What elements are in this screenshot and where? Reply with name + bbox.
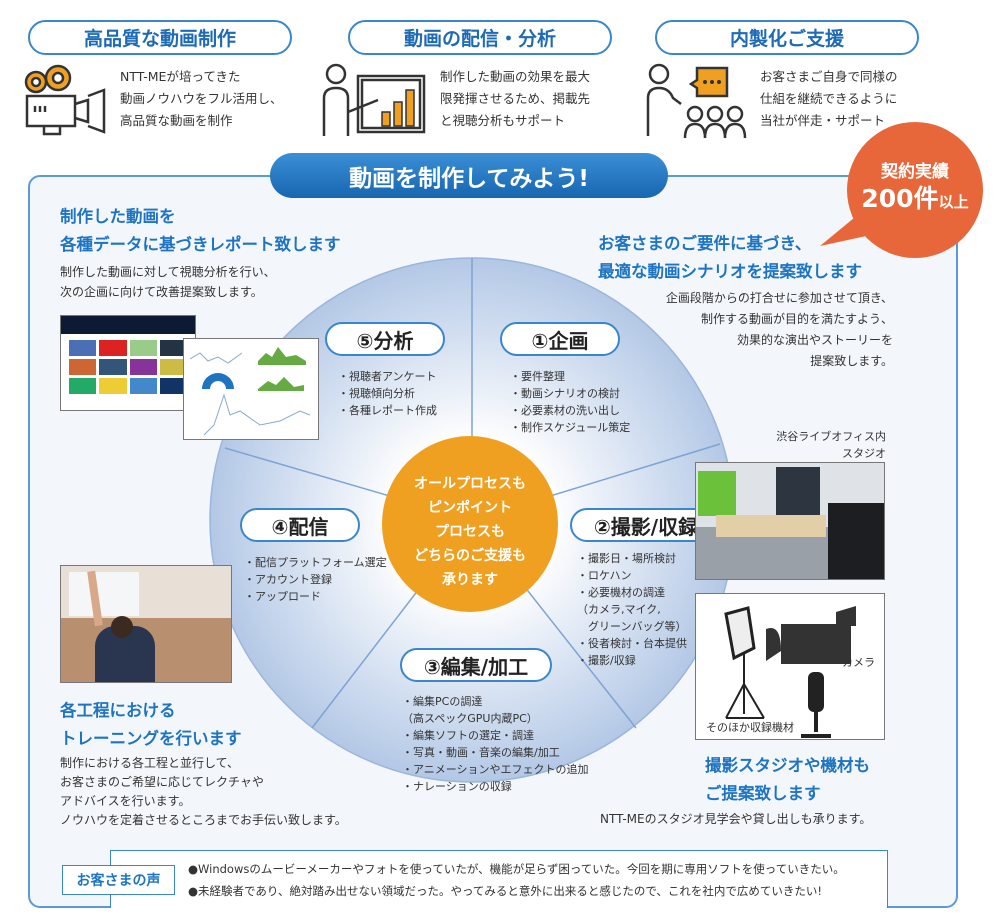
- feature-title-distribution: 動画の配信・分析: [348, 20, 612, 55]
- step-analysis: ⑤分析: [325, 322, 445, 356]
- dashboard-screenshot: [60, 315, 196, 411]
- support-group-icon: [646, 63, 747, 139]
- scenario-body: 企画段階からの打合せに参加させて頂き、制作する動画が目的を満たすよう、効果的な演…: [665, 291, 893, 368]
- feature-text: お客さまご自身で同様の仕組を継続できるように当社が伴走・サポート: [760, 69, 898, 128]
- customer-voice-label: お客さまの声: [62, 865, 175, 895]
- camera-label: カメラ: [842, 656, 875, 669]
- feature-title-quality: 高品質な動画制作: [28, 20, 292, 55]
- analytics-screenshot: [183, 338, 319, 440]
- step-editing-items: ・編集PCの調達（高スペックGPU内蔵PC）・編集ソフトの選定・調達・写真・動画…: [402, 695, 589, 793]
- step-distribution: ④配信: [240, 508, 360, 542]
- report-heading: 制作した動画を各種データに基づきレポート致します: [60, 207, 341, 254]
- video-camera-icon: [24, 64, 106, 136]
- feature-title-inhouse: 内製化ご支援: [655, 20, 919, 55]
- main-title: 動画を制作してみよう!: [270, 153, 668, 198]
- equipment-photo: カメラ そのほか収録機材: [695, 593, 885, 740]
- step-editing: ③編集/加工: [400, 648, 552, 682]
- studio-caption: 渋谷ライブオフィス内スタジオ: [776, 430, 886, 460]
- training-body: 制作における各工程と並行して、お客さまのご希望に応じてレクチャやアドバイスを行い…: [60, 756, 347, 827]
- step-planning-items: ・要件整理・動画シナリオの検討・必要素材の洗い出し・制作スケジュール策定: [510, 370, 631, 434]
- step-analysis-items: ・視聴者アンケート・視聴傾向分析・各種レポート作成: [338, 370, 437, 417]
- other-equipment-label: そのほか収録機材: [706, 721, 794, 734]
- scenario-heading: お客さまのご要件に基づき、最適な動画シナリオを提案致します: [598, 234, 862, 281]
- step-distribution-items: ・配信プラットフォーム選定・アカウント登録・アップロード: [244, 556, 387, 603]
- step-planning: ①企画: [500, 322, 620, 356]
- customer-voice-box: [110, 850, 888, 908]
- customer-voice-items: ●Windowsのムービーメーカーやフォトを使っていたが、機能が足らず困っていた…: [188, 862, 845, 898]
- studio-photo: [695, 462, 885, 580]
- equipment-body: NTT-MEのスタジオ見学会や貸し出しも承ります。: [600, 812, 872, 826]
- achievement-badge: [820, 122, 983, 258]
- feature-text: 制作した動画の効果を最大限発揮させるため、掲載先と視聴分析もサポート: [440, 69, 591, 128]
- training-photo: [60, 565, 232, 683]
- center-message: オールプロセスもピンポイントプロセスもどちらのご支援も承ります: [414, 476, 526, 588]
- step-shooting-items: ・撮影日・場所検討・ロケハン・必要機材の調達（カメラ,マイク, グリーンバッグ等…: [577, 552, 687, 667]
- training-heading: 各工程におけるトレーニングを行います: [60, 701, 242, 748]
- equipment-heading: 撮影スタジオや機材もご提案致します: [705, 756, 870, 803]
- badge-text: 契約実績 200件以上: [861, 162, 969, 213]
- report-body: 制作した動画に対して視聴分析を行い、次の企画に向けて改善提案致します。: [60, 265, 276, 299]
- feature-text: NTT-MEが培ってきた動画ノウハウをフル活用し、高品質な動画を制作: [120, 69, 283, 128]
- presenter-chart-icon: [322, 63, 426, 136]
